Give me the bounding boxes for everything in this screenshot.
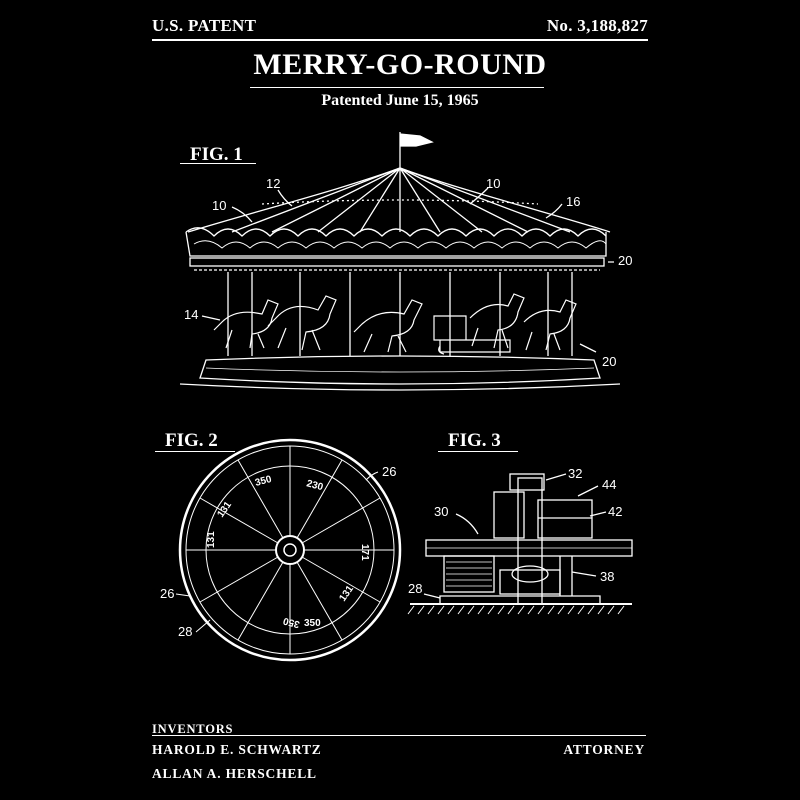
- fig1-ref-10-left: 10: [212, 198, 226, 213]
- page-subtitle: Patented June 15, 1965: [321, 92, 479, 109]
- fig2-mark-2: 230: [305, 478, 324, 493]
- header-rule: [152, 39, 648, 41]
- fig1-ref-20-bottom: 20: [602, 354, 616, 369]
- fig2-label: FIG. 2: [165, 430, 218, 451]
- patent-number: No. 3,188,827: [546, 16, 648, 35]
- fig1-ref-14: 14: [184, 307, 198, 322]
- fig2-mark-3: 131: [206, 531, 217, 548]
- title-rule: [250, 87, 544, 88]
- fig2-ref-26-top: 26: [382, 464, 396, 479]
- fig3-ref-30: 30: [434, 504, 448, 519]
- attorney-label: ATTORNEY: [563, 742, 645, 757]
- fig1-ref-12: 12: [266, 176, 280, 191]
- fig3-label: FIG. 3: [448, 430, 501, 451]
- fig3-ref-28: 28: [408, 581, 422, 596]
- fig2-ref-28: 28: [178, 624, 192, 639]
- inventor-2: ALLAN A. HERSCHELL: [152, 766, 317, 781]
- fig1-label-rule: [180, 163, 256, 164]
- inventor-1: HAROLD E. SCHWARTZ: [152, 742, 322, 757]
- fig3-ref-32: 32: [568, 466, 582, 481]
- patent-label: U.S. PATENT: [152, 16, 257, 35]
- inventors-label: INVENTORS: [152, 722, 234, 736]
- fig1-ref-20-top: 20: [618, 253, 632, 268]
- fig3-ref-38: 38: [600, 569, 614, 584]
- page-title: MERRY-GO-ROUND: [253, 48, 547, 81]
- fig2-mark-4: 350: [282, 615, 301, 630]
- fig3-ref-44: 44: [602, 477, 616, 492]
- fig2-mark-1: 350: [254, 474, 273, 489]
- fig2-mark-5: 350: [304, 618, 321, 629]
- fig3-ref-42: 42: [608, 504, 622, 519]
- fig2-label-rule: [155, 451, 235, 452]
- fig1-label: FIG. 1: [190, 144, 243, 165]
- fig2-ref-26-left: 26: [160, 586, 174, 601]
- fig3-label-rule: [438, 451, 518, 452]
- fig1-ref-16: 16: [566, 194, 580, 209]
- fig1-ref-10-right: 10: [486, 176, 500, 191]
- fig2-mark-6: 171: [359, 544, 370, 561]
- footer-rule: [152, 735, 646, 736]
